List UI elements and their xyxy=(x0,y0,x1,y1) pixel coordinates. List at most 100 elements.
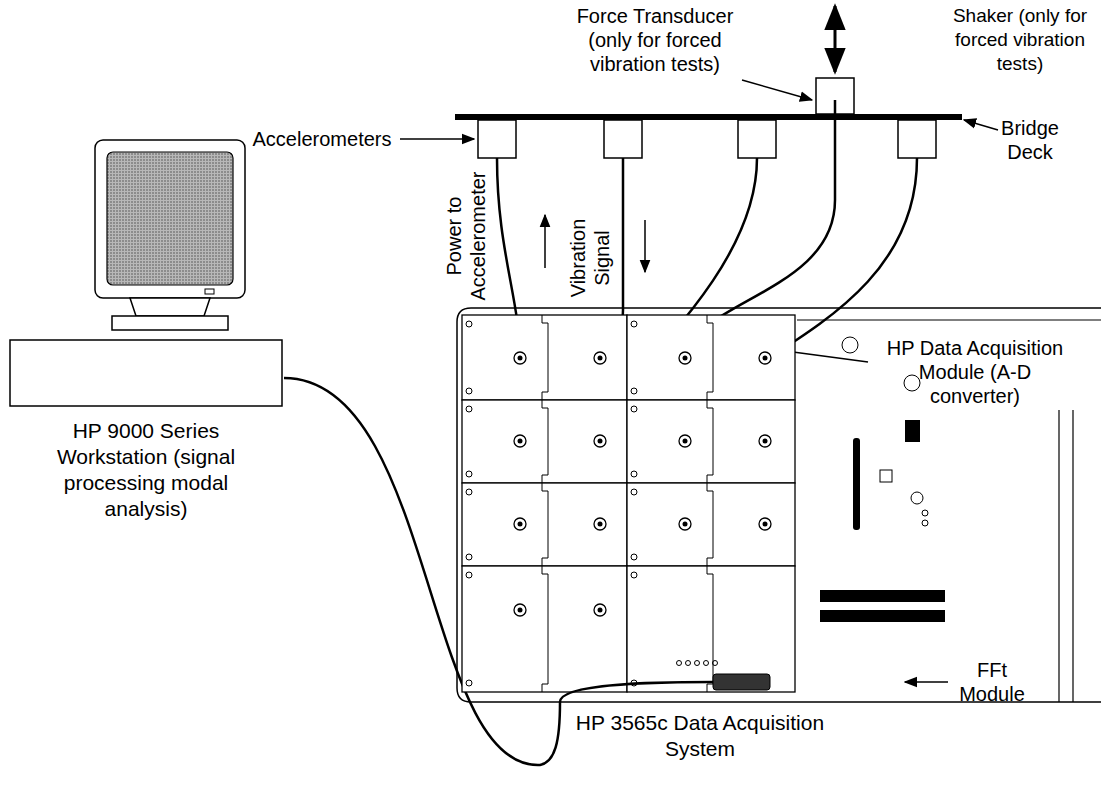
accelerometer xyxy=(604,120,642,158)
status-led xyxy=(677,661,682,666)
status-led xyxy=(695,661,700,666)
bnc-connector xyxy=(514,352,526,364)
module-latch xyxy=(707,315,713,400)
daq-housing xyxy=(457,308,1101,702)
monitor-neck xyxy=(130,298,210,316)
bnc-connector xyxy=(759,435,771,447)
panel-block xyxy=(905,420,920,442)
signal-label: Power to Accelerometer xyxy=(441,169,489,304)
bnc-connector xyxy=(518,439,523,444)
panel-screw xyxy=(466,554,472,560)
bnc-connector xyxy=(518,522,523,527)
panel-knob xyxy=(922,510,928,516)
bnc-connector xyxy=(679,435,691,447)
bnc-connector xyxy=(594,518,606,530)
bnc-connector xyxy=(759,518,771,530)
panel-screw xyxy=(466,388,472,394)
bnc-connector xyxy=(683,522,688,527)
panel-knob xyxy=(911,492,923,504)
status-led xyxy=(686,661,691,666)
panel-screw xyxy=(631,471,637,477)
node-caption: HP 3565c Data Acquisition System xyxy=(575,710,825,762)
panel-knob xyxy=(904,375,920,391)
module-latch xyxy=(542,483,548,566)
fft-plug xyxy=(713,674,770,690)
bridge-deck xyxy=(455,114,962,120)
bnc-connector xyxy=(518,356,523,361)
cable xyxy=(560,682,713,702)
panel-screw xyxy=(631,321,637,327)
power-arrow xyxy=(544,215,546,268)
monitor-stand xyxy=(112,316,228,330)
status-led xyxy=(713,661,718,666)
data-acquisition-system: HP 3565c Data Acquisition System xyxy=(457,308,1101,702)
module-latch xyxy=(542,315,548,400)
module-slot xyxy=(462,566,627,692)
panel-screw xyxy=(631,572,637,578)
callout-label: Bridge Deck xyxy=(1000,116,1060,164)
bnc-connector xyxy=(598,439,603,444)
module-latch xyxy=(542,400,548,483)
panel-screw xyxy=(466,471,472,477)
bnc-connector xyxy=(518,608,523,613)
module-slot xyxy=(462,400,627,483)
panel-bar xyxy=(820,590,945,602)
module-slot xyxy=(462,483,627,566)
housing-edge xyxy=(1072,410,1073,702)
module-latch xyxy=(542,566,548,692)
bnc-connector xyxy=(598,522,603,527)
housing-edge xyxy=(1058,410,1059,702)
callout-label: Shaker (only for forced vibration tests) xyxy=(950,4,1090,76)
accelerometer xyxy=(478,120,516,158)
power-button xyxy=(205,289,214,294)
monitor-screen xyxy=(107,152,233,285)
module-latch xyxy=(707,400,713,483)
bnc-connector xyxy=(598,356,603,361)
callout-label: Accelerometers xyxy=(247,127,397,151)
bnc-connector xyxy=(598,608,603,613)
workstation: HP 9000 Series Workstation (signal proce… xyxy=(8,138,284,550)
panel-knob xyxy=(842,337,858,353)
bnc-connector xyxy=(763,439,768,444)
panel-screw xyxy=(466,321,472,327)
leader-arrow xyxy=(964,120,998,130)
panel-knob xyxy=(922,520,928,526)
leader-arrow xyxy=(905,681,948,683)
bnc-connector xyxy=(594,604,606,616)
status-led xyxy=(704,661,709,666)
bnc-connector xyxy=(514,435,526,447)
bnc-connector xyxy=(679,518,691,530)
bnc-connector xyxy=(679,352,691,364)
module-latch xyxy=(707,566,713,692)
housing-edge xyxy=(797,319,1101,320)
shaker-motion-arrow xyxy=(834,6,837,72)
bnc-connector xyxy=(594,435,606,447)
panel-screw xyxy=(466,572,472,578)
panel-screw xyxy=(631,554,637,560)
module-slot xyxy=(462,315,627,400)
panel-bar xyxy=(820,610,945,622)
module-latch xyxy=(707,483,713,566)
bnc-connector xyxy=(763,356,768,361)
panel-block xyxy=(880,470,892,482)
accelerometer xyxy=(898,120,936,158)
computer-base xyxy=(10,340,282,406)
panel-bar xyxy=(853,438,860,530)
panel-screw xyxy=(631,388,637,394)
callout-label: Force Transducer (only for forced vibrat… xyxy=(568,4,743,76)
bnc-connector xyxy=(759,352,771,364)
bnc-connector xyxy=(683,356,688,361)
module-slot xyxy=(627,483,795,566)
panel-screw xyxy=(631,406,637,412)
module-slot xyxy=(627,566,795,692)
leader-arrow xyxy=(742,80,812,100)
panel-screw xyxy=(466,680,472,686)
signal-label: Vibration Signal xyxy=(566,213,614,303)
bnc-connector xyxy=(763,522,768,527)
module-slot xyxy=(627,400,795,483)
module-slot xyxy=(627,315,795,400)
node-illustration xyxy=(457,308,1101,702)
bnc-connector xyxy=(514,518,526,530)
monitor-housing xyxy=(95,140,245,298)
panel-screw xyxy=(466,489,472,495)
